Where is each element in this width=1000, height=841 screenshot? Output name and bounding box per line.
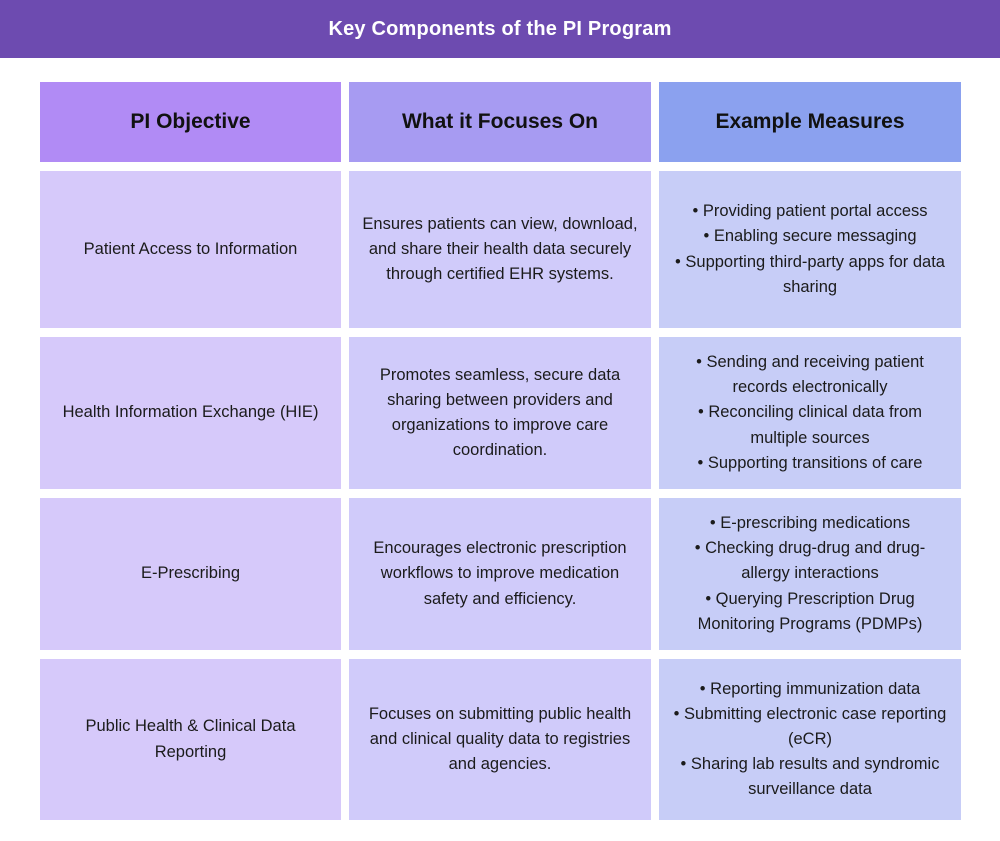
cell-objective: Public Health & Clinical Data Reporting <box>40 659 341 820</box>
page-title-bar: Key Components of the PI Program <box>0 0 1000 58</box>
cell-focus: Ensures patients can view, download, and… <box>349 171 651 328</box>
measure-item: • Sending and receiving patient records … <box>696 353 924 397</box>
table-header-row: PI Objective What it Focuses On Example … <box>40 82 961 162</box>
cell-measures: • Reporting immunization data • Submitti… <box>659 659 961 820</box>
page-title: Key Components of the PI Program <box>328 17 672 40</box>
measure-item: • Querying Prescription Drug Monitoring … <box>697 589 923 633</box>
cell-objective: Health Information Exchange (HIE) <box>40 337 341 489</box>
column-header-what-it-focuses-on: What it Focuses On <box>349 82 651 162</box>
table-row: Health Information Exchange (HIE) Promot… <box>40 337 961 489</box>
table-row: Patient Access to Information Ensures pa… <box>40 171 961 328</box>
cell-focus: Focuses on submitting public health and … <box>349 659 651 820</box>
cell-measures: • Sending and receiving patient records … <box>659 337 961 489</box>
cell-objective: E-Prescribing <box>40 498 341 650</box>
table-row: E-Prescribing Encourages electronic pres… <box>40 498 961 650</box>
measure-item: • Checking drug-drug and drug-allergy in… <box>694 539 926 583</box>
measure-item: • Reconciling clinical data from multipl… <box>697 403 923 447</box>
column-header-pi-objective: PI Objective <box>40 82 341 162</box>
column-header-example-measures: Example Measures <box>659 82 961 162</box>
measure-item: • E-prescribing medications <box>709 514 911 533</box>
cell-measures: • Providing patient portal access • Enab… <box>659 171 961 328</box>
cell-measures: • E-prescribing medications • Checking d… <box>659 498 961 650</box>
measure-item: • Reporting immunization data <box>699 679 921 698</box>
measure-item: • Providing patient portal access <box>692 202 928 221</box>
pi-program-table: PI Objective What it Focuses On Example … <box>40 82 961 820</box>
measure-item: • Sharing lab results and syndromic surv… <box>680 755 940 799</box>
measure-item: • Supporting transitions of care <box>697 453 923 472</box>
measure-item: • Supporting third-party apps for data s… <box>675 252 945 296</box>
measure-item: • Enabling secure messaging <box>703 227 917 246</box>
cell-focus: Promotes seamless, secure data sharing b… <box>349 337 651 489</box>
cell-focus: Encourages electronic prescription workf… <box>349 498 651 650</box>
measure-item: • Submitting electronic case reporting (… <box>673 704 947 748</box>
cell-objective: Patient Access to Information <box>40 171 341 328</box>
table-row: Public Health & Clinical Data Reporting … <box>40 659 961 820</box>
